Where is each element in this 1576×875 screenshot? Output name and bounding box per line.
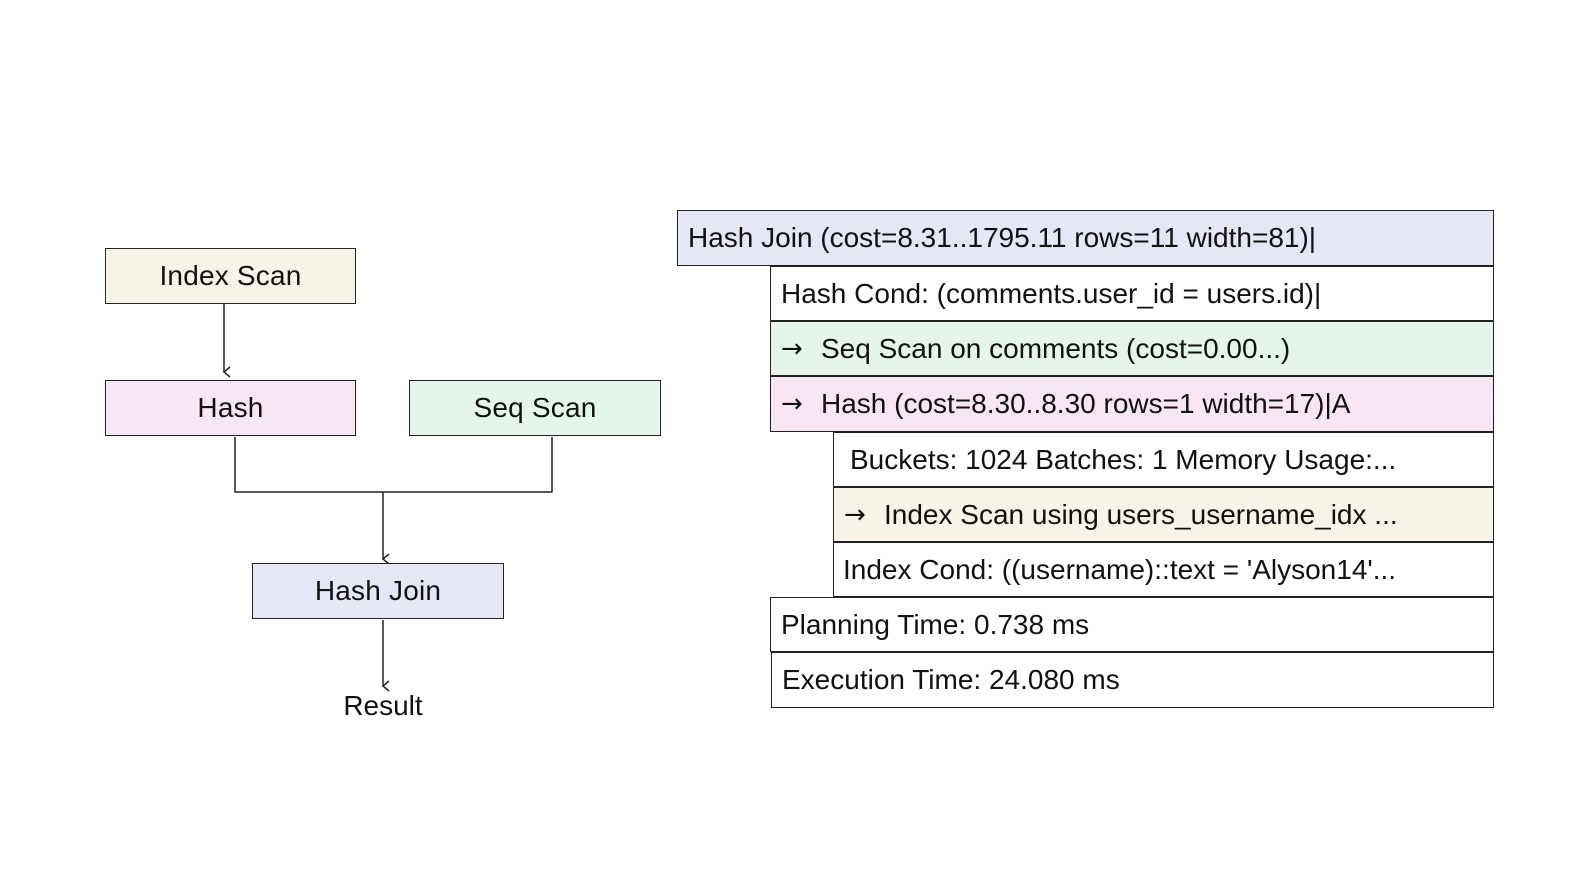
child-arrow-icon: → [844, 499, 866, 530]
tree-node-result: Result [343, 690, 423, 721]
plan-row-execution-time: Execution Time: 24.080 ms [771, 652, 1494, 708]
plan-row-buckets-text: Buckets: 1024 Batches: 1 Memory Usage:..… [850, 443, 1397, 475]
plan-row-hash-text: Hash (cost=8.30..8.30 rows=1 width=17)|A [821, 388, 1351, 419]
plan-row-planning-time-text: Planning Time: 0.738 ms [781, 608, 1090, 640]
plan-row-index-cond-text: Index Cond: ((username)::text = 'Alyson1… [843, 553, 1397, 585]
plan-row-buckets: Buckets: 1024 Batches: 1 Memory Usage:..… [833, 432, 1494, 487]
plan-row-execution-time-text: Execution Time: 24.080 ms [782, 664, 1120, 695]
plan-row-hash-join-text: Hash Join (cost=8.31..1795.11 rows=11 wi… [688, 222, 1317, 253]
tree-node-hash-label: Hash [197, 392, 264, 423]
plan-row-index-scan: → Index Scan using users_username_idx ..… [833, 487, 1494, 542]
tree-node-hash-join-label: Hash Join [314, 575, 442, 606]
plan-row-index-cond: Index Cond: ((username)::text = 'Alyson1… [833, 542, 1494, 597]
plan-row-hash-join: Hash Join (cost=8.31..1795.11 rows=11 wi… [677, 210, 1494, 266]
plan-row-seq-scan: → Seq Scan on comments (cost=0.00...) [770, 321, 1494, 376]
plan-row-hash-cond: Hash Cond: (comments.user_id = users.id)… [770, 266, 1494, 321]
tree-node-hash: Hash [105, 380, 356, 436]
plan-row-hash: → Hash (cost=8.30..8.30 rows=1 width=17)… [770, 376, 1494, 432]
child-arrow-icon: → [781, 389, 803, 419]
child-arrow-icon: → [781, 333, 803, 364]
plan-row-hash-cond-text: Hash Cond: (comments.user_id = users.id)… [781, 277, 1322, 309]
tree-connectors [0, 304, 553, 875]
tree-node-index-scan-label: Index Scan [159, 260, 302, 291]
plan-row-planning-time: Planning Time: 0.738 ms [770, 597, 1494, 652]
plan-row-seq-scan-text: Seq Scan on comments (cost=0.00...) [821, 332, 1291, 364]
tree-node-index-scan: Index Scan [105, 248, 356, 304]
plan-row-index-scan-text: Index Scan using users_username_idx ... [884, 498, 1398, 530]
tree-node-seq-scan-label: Seq Scan [473, 392, 597, 423]
tree-node-seq-scan: Seq Scan [409, 380, 661, 436]
tree-node-hash-join: Hash Join [252, 563, 504, 619]
edge-hash-and-seq-scan-merge [234, 437, 553, 493]
